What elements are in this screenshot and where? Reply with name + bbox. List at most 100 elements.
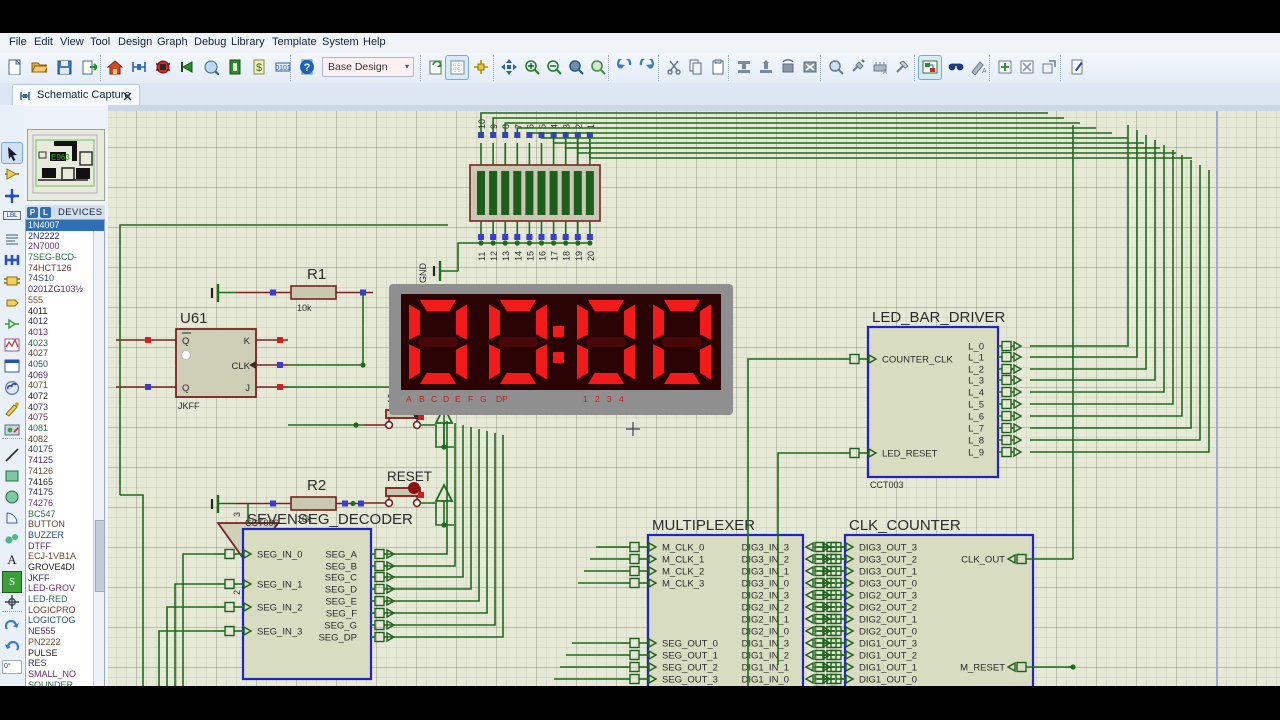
menu-debug[interactable]: Debug bbox=[194, 36, 227, 48]
device-list-item[interactable]: 2N7000 bbox=[28, 241, 60, 252]
design-sheet-combo[interactable]: Base Design ▾ bbox=[322, 57, 414, 77]
2d-text-mode[interactable]: A bbox=[7, 552, 17, 567]
device-list-item[interactable]: 7SEG-BCD- bbox=[28, 252, 78, 263]
device-list-item[interactable]: SMALL_NO bbox=[28, 668, 77, 679]
close-icon[interactable] bbox=[122, 89, 133, 101]
device-list-item[interactable]: 74175 bbox=[28, 487, 54, 498]
buses-mode[interactable] bbox=[2, 250, 22, 270]
graph-mode[interactable] bbox=[2, 335, 22, 355]
device-list-item[interactable]: 4013 bbox=[28, 326, 49, 337]
block-rotate-icon[interactable] bbox=[777, 56, 799, 79]
device-list-item[interactable]: 74165 bbox=[28, 476, 54, 487]
property-assignment-icon[interactable] bbox=[945, 56, 967, 79]
menu-system[interactable]: System bbox=[322, 36, 359, 48]
menu-help[interactable]: Help bbox=[363, 36, 386, 48]
mirror-horizontal[interactable] bbox=[2, 681, 22, 686]
device-list-item[interactable]: 40175 bbox=[28, 444, 54, 455]
device-list-item[interactable]: 4027 bbox=[28, 348, 49, 359]
packaging-tool-icon[interactable]: A bbox=[869, 56, 891, 79]
device-list-item[interactable]: 4072 bbox=[28, 391, 49, 401]
menu-view[interactable]: View bbox=[60, 36, 84, 48]
device-list-item[interactable]: 4069 bbox=[28, 369, 49, 380]
goto-sheet-icon[interactable] bbox=[918, 55, 942, 80]
library-chip[interactable]: L bbox=[40, 207, 51, 218]
2d-path-mode[interactable] bbox=[2, 529, 22, 549]
zoom-area-icon[interactable] bbox=[565, 56, 587, 79]
refresh-icon[interactable] bbox=[425, 56, 447, 79]
save-file-icon[interactable] bbox=[53, 56, 75, 79]
2d-markers-mode[interactable] bbox=[2, 592, 22, 612]
device-list-item[interactable]: JKFF bbox=[28, 572, 50, 583]
menu-library[interactable]: Library bbox=[231, 36, 265, 48]
toggle-grid-icon[interactable] bbox=[445, 55, 469, 80]
decompose-icon[interactable] bbox=[891, 56, 913, 79]
device-list-item[interactable]: PN2222 bbox=[28, 636, 61, 647]
device-list-item[interactable]: 4011 bbox=[28, 305, 48, 316]
import-export-icon[interactable] bbox=[78, 56, 100, 79]
bill-of-materials-icon[interactable] bbox=[200, 56, 222, 79]
2d-circle-mode[interactable] bbox=[2, 487, 22, 507]
new-file-icon[interactable] bbox=[3, 56, 25, 79]
make-device-icon[interactable] bbox=[847, 56, 869, 79]
selection-mode[interactable] bbox=[1, 142, 23, 164]
pick-device-icon[interactable] bbox=[825, 56, 847, 79]
device-list-item[interactable]: 74HCT126 bbox=[28, 262, 72, 273]
terminals-mode[interactable] bbox=[2, 293, 22, 313]
device-list-item[interactable]: 74125 bbox=[28, 455, 54, 466]
2d-line-mode[interactable] bbox=[2, 445, 22, 465]
device-list-item[interactable]: 4012 bbox=[28, 316, 49, 327]
zoom-in-icon[interactable] bbox=[521, 56, 543, 79]
wire-label-mode[interactable]: LBL bbox=[2, 208, 22, 228]
pick-devices-chip[interactable]: P bbox=[27, 207, 38, 218]
device-list-item[interactable]: SOUNDER bbox=[28, 679, 74, 686]
device-list-item[interactable]: NE555 bbox=[28, 626, 56, 637]
device-list-item[interactable]: 4082 bbox=[28, 433, 49, 444]
2d-arc-mode[interactable] bbox=[2, 508, 22, 528]
3d-visualizer-icon[interactable] bbox=[176, 56, 198, 79]
paste-icon[interactable] bbox=[707, 56, 729, 79]
device-list-item[interactable]: 74S10 bbox=[28, 273, 55, 284]
scrollbar-thumb[interactable] bbox=[95, 520, 104, 592]
2d-symbol-mode[interactable]: S bbox=[2, 571, 22, 593]
junction-dot-mode[interactable] bbox=[2, 186, 22, 206]
rotate-clockwise[interactable] bbox=[2, 618, 22, 638]
devices-list[interactable]: ▲ ▼ 1N40072N22222N70007SEG-BCD-74HCT1267… bbox=[25, 219, 105, 686]
device-list-item[interactable]: PULSE bbox=[28, 647, 58, 658]
device-list-item[interactable]: 4071 bbox=[28, 380, 49, 391]
probe-mode[interactable] bbox=[2, 399, 22, 419]
device-list-item[interactable]: LED-RED bbox=[28, 594, 68, 605]
overview-preview[interactable]: E963 bbox=[27, 129, 105, 201]
generator-mode[interactable] bbox=[2, 378, 22, 398]
device-list-item[interactable]: 2N2222 bbox=[28, 230, 60, 241]
exit-sheet-icon[interactable] bbox=[1038, 56, 1060, 79]
redo-icon[interactable] bbox=[636, 56, 658, 79]
search-tag-icon[interactable]: A bbox=[967, 56, 989, 79]
rotate-anticlockwise[interactable] bbox=[2, 639, 22, 659]
home-icon[interactable] bbox=[104, 56, 126, 79]
new-sheet-icon[interactable] bbox=[994, 56, 1016, 79]
remove-sheet-icon[interactable] bbox=[1016, 56, 1038, 79]
device-list-item[interactable]: DTFF bbox=[28, 540, 51, 551]
currency-icon[interactable]: $ bbox=[248, 56, 270, 79]
device-list-item[interactable]: GROVE4DI bbox=[28, 562, 75, 572]
2d-box-mode[interactable] bbox=[2, 466, 22, 486]
block-copy-icon[interactable] bbox=[733, 56, 755, 79]
rotation-angle-field[interactable]: 0° bbox=[2, 660, 22, 674]
device-list-item[interactable]: LED-GROV bbox=[28, 583, 76, 594]
device-list-item[interactable]: 555 bbox=[28, 294, 44, 305]
device-list-item[interactable]: 4023 bbox=[28, 337, 49, 348]
menu-file[interactable]: File bbox=[9, 36, 27, 48]
menu-graph[interactable]: Graph bbox=[157, 36, 188, 48]
device-list-item[interactable]: 74126 bbox=[28, 465, 54, 476]
block-delete-icon[interactable] bbox=[799, 56, 821, 79]
pcb-layout-icon[interactable] bbox=[152, 56, 174, 79]
design-notes-icon[interactable] bbox=[1066, 56, 1088, 79]
schematic-capture-icon[interactable] bbox=[128, 56, 150, 79]
subcircuit-mode[interactable] bbox=[2, 271, 22, 291]
cut-icon[interactable] bbox=[663, 56, 685, 79]
device-list-item[interactable]: RES bbox=[28, 658, 47, 669]
device-list-item[interactable]: BUZZER bbox=[28, 529, 64, 540]
origin-icon[interactable] bbox=[470, 56, 492, 79]
